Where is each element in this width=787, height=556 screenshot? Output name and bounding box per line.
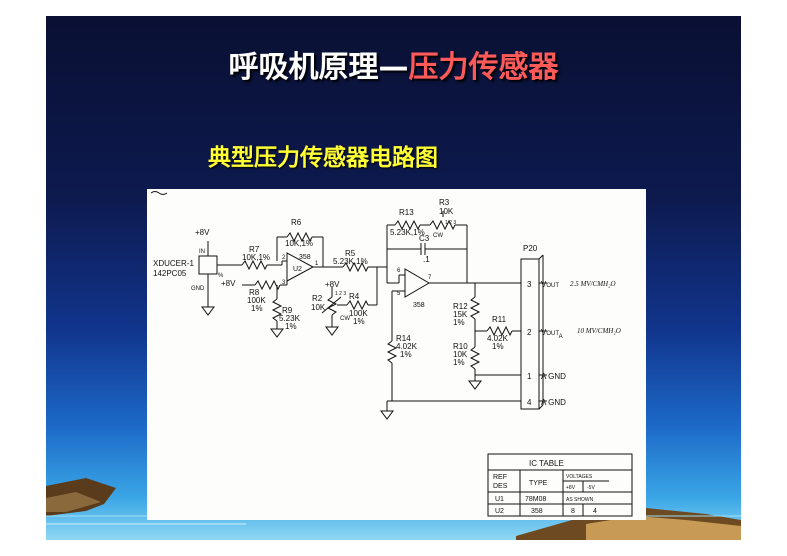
ic-table-row1-ref: U1 xyxy=(495,496,504,503)
c3-value: .1 xyxy=(423,255,430,264)
connector-label: P20 xyxy=(523,244,538,253)
ic-table-row1-type: 78M08 xyxy=(525,496,547,503)
r12-tolerance: 1% xyxy=(453,318,465,327)
connector-pin2: 2 xyxy=(527,328,532,337)
r3-value: 10K xyxy=(439,207,454,216)
ic-table-row2-type: 358 xyxy=(531,508,543,515)
title-main: 呼吸机原理— xyxy=(228,50,409,85)
ic-table-type: TYPE xyxy=(529,480,548,487)
plus8v-mid: +8V xyxy=(325,280,340,289)
c3-label: C3 xyxy=(419,234,430,243)
r6-value: 10K,1% xyxy=(285,239,313,248)
u1-pin7: 7 xyxy=(428,275,432,281)
r11-value: 4.02K xyxy=(487,334,509,343)
connector-pin1: 1 xyxy=(527,372,532,381)
r3-label: R3 xyxy=(439,198,450,207)
vouta-label: VOUTA xyxy=(541,328,563,340)
ic-table-row2-b: 4 xyxy=(593,508,597,515)
r11-tolerance: 1% xyxy=(492,342,504,351)
connector-pin3: 3 xyxy=(527,280,532,289)
r9-label: R9 xyxy=(282,306,293,315)
r10-label: R10 xyxy=(453,342,468,351)
u1-pin6: 6 xyxy=(397,268,401,274)
xducer-part: 142PC05 xyxy=(153,269,187,278)
r3-pins: 1 2 3 xyxy=(445,220,456,226)
ic-table-row1-shown: AS SHOWN xyxy=(566,497,594,503)
schematic-figure: +8V XDUCER-1 142PC05 IN GND % R7 10K,1% … xyxy=(147,189,646,520)
supply-label: +8V xyxy=(195,228,210,237)
xducer-pin: % xyxy=(218,273,224,279)
r12-label: R12 xyxy=(453,302,468,311)
r8-label: R8 xyxy=(249,288,260,297)
r9-value: 5.23K xyxy=(279,314,301,323)
r8-value: 100K xyxy=(247,296,266,305)
u2-number: 358 xyxy=(299,254,311,261)
r10-tolerance: 1% xyxy=(453,358,465,367)
r2-label: R2 xyxy=(312,294,323,303)
r3-cw: CW xyxy=(433,233,443,239)
r5-value: 5.23K,1% xyxy=(333,257,368,266)
u1-number: 358 xyxy=(413,302,425,309)
ic-table-voltages: VOLTAGES xyxy=(566,474,593,480)
r10-value: 10K xyxy=(453,350,468,359)
r4-value: 100K xyxy=(349,309,368,318)
u2-pin1: 1 xyxy=(315,261,319,267)
u1-pin5: 5 xyxy=(397,291,401,297)
r14-label: R14 xyxy=(396,334,411,343)
slide: 呼吸机原理—压力传感器 典型压力传感器电路图 xyxy=(46,16,741,540)
r2-cw: CW xyxy=(340,316,350,322)
r7-label: R7 xyxy=(249,245,260,254)
vout-label: VOUT xyxy=(541,280,559,289)
r4-label: R4 xyxy=(349,292,360,301)
title-highlight: 压力传感器 xyxy=(408,50,559,85)
ic-table-title: IC TABLE xyxy=(529,459,564,468)
xducer-in: IN xyxy=(199,249,205,255)
sensitivity-note-2: 10 MV/CMH₂O xyxy=(577,327,621,335)
ic-table-des: DES xyxy=(493,483,508,490)
connector-pin4: 4 xyxy=(527,398,532,407)
r2-pins: 1 2 3 xyxy=(335,291,346,297)
r4-tolerance: 1% xyxy=(353,317,365,326)
ic-table-plus8v: +8V xyxy=(566,485,576,491)
r14-tolerance: 1% xyxy=(400,350,412,359)
r2-value: 10K xyxy=(311,303,326,312)
r13-label: R13 xyxy=(399,208,414,217)
ic-table-minus5v: -5V xyxy=(587,485,595,491)
r6-label: R6 xyxy=(291,218,302,227)
sensitivity-note-1: 2.5 MV/CMH₂O xyxy=(570,280,616,288)
r9-tolerance: 1% xyxy=(285,322,297,331)
u2-pin3: 3 xyxy=(282,280,286,286)
r12-value: 15K xyxy=(453,310,468,319)
agnd1-label: A GND xyxy=(541,372,566,381)
ic-table-row2-ref: U2 xyxy=(495,508,504,515)
r14-value: 4.02K xyxy=(396,342,418,351)
xducer-gnd: GND xyxy=(191,286,205,292)
r11-label: R11 xyxy=(492,315,507,324)
r13-value: 5.23K,1% xyxy=(390,228,425,237)
ic-table-row2-a: 8 xyxy=(571,508,575,515)
agnd4-label: A GND xyxy=(541,398,566,407)
r5-label: R5 xyxy=(345,249,356,258)
slide-subtitle: 典型压力传感器电路图 xyxy=(208,145,438,171)
xducer-name: XDUCER-1 xyxy=(153,259,194,268)
background-landscape xyxy=(46,478,741,540)
u2-label: U2 xyxy=(293,266,302,273)
schematic-diagram: +8V XDUCER-1 142PC05 IN GND % R7 10K,1% … xyxy=(150,191,633,517)
u2-pin2: 2 xyxy=(282,255,286,261)
r7-value: 10K,1% xyxy=(242,253,270,262)
plus8v-left: +8V xyxy=(221,279,236,288)
r8-tolerance: 1% xyxy=(251,304,263,313)
slide-title: 呼吸机原理—压力传感器 xyxy=(46,42,741,86)
ic-table-ref: REF xyxy=(493,474,507,481)
